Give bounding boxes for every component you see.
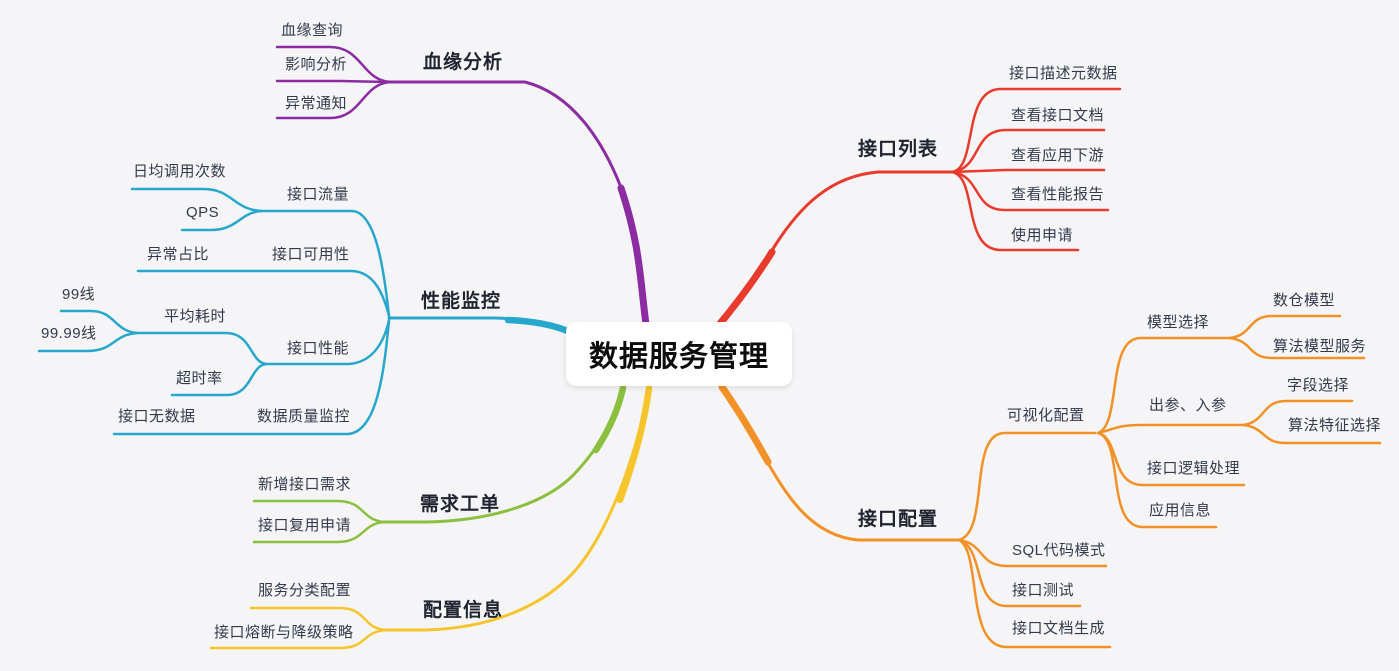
branch-lines-performance	[37, 187, 574, 436]
node-algo-model-service[interactable]: 算法模型服务	[1273, 338, 1367, 355]
node-p9999[interactable]: 99.99线	[41, 325, 97, 342]
node-p99[interactable]: 99线	[62, 286, 96, 303]
node-view-api-doc[interactable]: 查看接口文档	[1011, 107, 1105, 124]
branch-lines-api-config	[718, 314, 1382, 649]
branch-lineage[interactable]: 血缘分析	[423, 52, 504, 73]
node-avg-latency[interactable]: 平均耗时	[164, 308, 227, 325]
node-view-perf-report[interactable]: 查看性能报告	[1011, 186, 1105, 203]
node-circuit-breaker[interactable]: 接口熔断与降级策略	[214, 624, 354, 641]
root-topic[interactable]: 数据服务管理	[566, 322, 792, 386]
node-impact-analysis[interactable]: 影响分析	[285, 56, 348, 73]
node-data-quality[interactable]: 数据质量监控	[257, 408, 351, 425]
node-warehouse-model[interactable]: 数仓模型	[1273, 292, 1336, 309]
node-algo-feature-select[interactable]: 算法特征选择	[1288, 417, 1382, 434]
node-qps[interactable]: QPS	[186, 204, 220, 221]
node-new-api-demand[interactable]: 新增接口需求	[258, 476, 352, 493]
branch-demand-ticket[interactable]: 需求工单	[420, 494, 501, 515]
node-api-performance[interactable]: 接口性能	[287, 340, 350, 357]
branch-api-config[interactable]: 接口配置	[858, 509, 939, 530]
node-api-doc-gen[interactable]: 接口文档生成	[1012, 620, 1106, 637]
branch-lines-lineage	[275, 45, 651, 336]
node-api-no-data[interactable]: 接口无数据	[118, 408, 196, 425]
node-api-reuse-apply[interactable]: 接口复用申请	[258, 517, 352, 534]
node-service-category[interactable]: 服务分类配置	[258, 582, 352, 599]
node-timeout-rate[interactable]: 超时率	[176, 370, 223, 387]
node-api-logic[interactable]: 接口逻辑处理	[1147, 460, 1241, 477]
node-usage-apply[interactable]: 使用申请	[1011, 227, 1074, 244]
node-api-metadata[interactable]: 接口描述元数据	[1009, 65, 1118, 82]
node-model-select[interactable]: 模型选择	[1147, 314, 1210, 331]
branch-config-info[interactable]: 配置信息	[423, 600, 504, 621]
node-sql-code-mode[interactable]: SQL代码模式	[1012, 542, 1106, 559]
node-api-test[interactable]: 接口测试	[1012, 582, 1075, 599]
node-in-out-params[interactable]: 出参、入参	[1149, 397, 1227, 414]
branch-api-list[interactable]: 接口列表	[858, 139, 939, 160]
node-app-info[interactable]: 应用信息	[1149, 502, 1212, 519]
node-daily-calls[interactable]: 日均调用次数	[133, 163, 227, 180]
node-exception-notify[interactable]: 异常通知	[285, 95, 348, 112]
node-field-select[interactable]: 字段选择	[1287, 377, 1350, 394]
branch-performance[interactable]: 性能监控	[421, 291, 502, 312]
node-view-downstream[interactable]: 查看应用下游	[1011, 147, 1105, 164]
node-api-traffic[interactable]: 接口流量	[287, 186, 350, 203]
branch-lines-config-info	[209, 384, 653, 650]
node-lineage-query[interactable]: 血缘查询	[281, 22, 344, 39]
branch-lines-api-list	[709, 87, 1122, 336]
node-exception-ratio[interactable]: 异常占比	[147, 246, 210, 263]
node-api-availability[interactable]: 接口可用性	[272, 246, 350, 263]
node-visual-config[interactable]: 可视化配置	[1007, 407, 1085, 424]
branch-lines-demand	[252, 384, 627, 544]
